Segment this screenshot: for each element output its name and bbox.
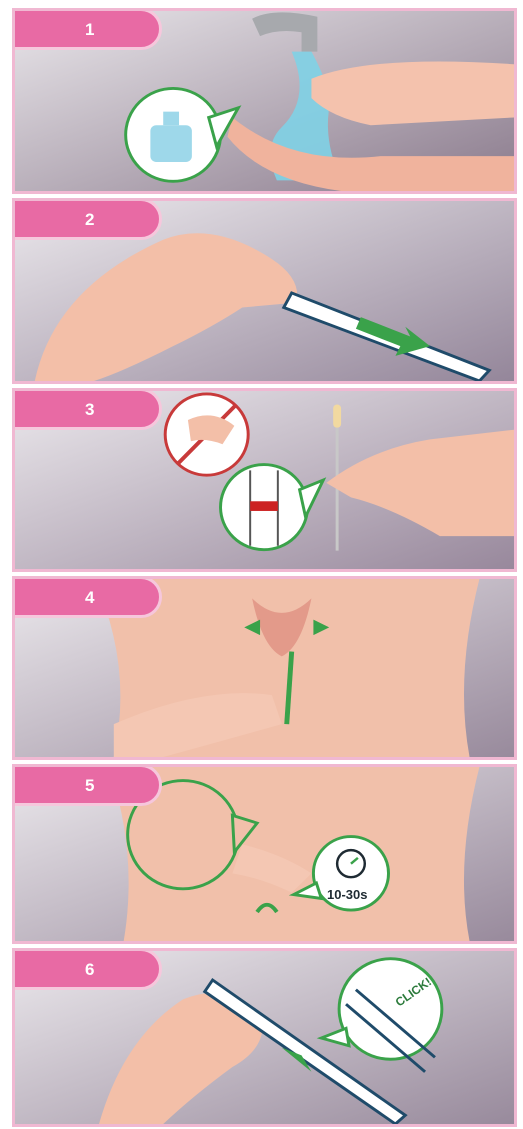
step-6-panel: 6 CLICK! bbox=[12, 948, 517, 1127]
step-number: 2 bbox=[85, 210, 94, 230]
step-3-panel: 3 bbox=[12, 388, 517, 572]
step-4-tab: 4 bbox=[12, 576, 162, 618]
red-mark-icon bbox=[250, 501, 278, 511]
step-1-panel: 1 bbox=[12, 8, 517, 194]
step-3-tab: 3 bbox=[12, 388, 162, 430]
step-6-tab: 6 bbox=[12, 948, 162, 990]
swab-tip-icon bbox=[333, 405, 341, 428]
upper-hand-icon bbox=[311, 61, 514, 125]
soap-bottle-icon bbox=[150, 125, 192, 162]
step-number: 6 bbox=[85, 960, 94, 980]
step-1-tab: 1 bbox=[12, 8, 162, 50]
step-2-tab: 2 bbox=[12, 198, 162, 240]
step-5-tab: 5 bbox=[12, 764, 162, 806]
click-bubble-icon bbox=[339, 959, 442, 1060]
step-number: 1 bbox=[85, 20, 94, 40]
step-5-panel: 5 10-30s bbox=[12, 764, 517, 944]
step-number: 3 bbox=[85, 400, 94, 420]
step-4-panel: 4 bbox=[12, 576, 517, 760]
step-number: 5 bbox=[85, 776, 94, 796]
timer-duration-label: 10-30s bbox=[327, 887, 367, 902]
step-number: 4 bbox=[85, 588, 94, 608]
step-2-panel: 2 bbox=[12, 198, 517, 384]
